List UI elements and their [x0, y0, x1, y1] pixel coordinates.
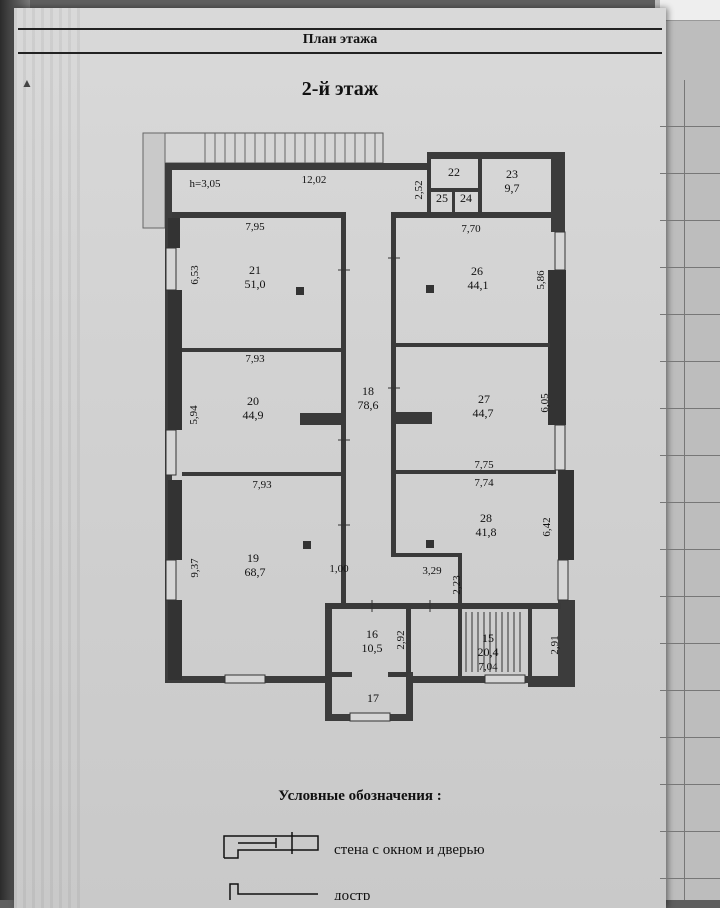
table-row: [660, 127, 720, 174]
room-25-number: 25: [436, 191, 448, 205]
page-header-title: План этажа: [302, 32, 378, 47]
room-26-area: 44,1: [468, 278, 489, 292]
room-16-number: 16: [366, 627, 378, 641]
room-23-number: 23: [506, 167, 518, 181]
terrace: [142, 132, 384, 229]
table-row: [660, 738, 720, 785]
north-arrow-mark: ▲: [20, 76, 34, 90]
room-26-number: 26: [471, 264, 483, 278]
room-21-area: 51,0: [245, 277, 266, 291]
dim-775: 7,75: [474, 459, 494, 471]
table-row: [660, 597, 720, 644]
header-rule-bottom: [18, 52, 662, 54]
table-row: [660, 785, 720, 832]
dim-793b: 7,93: [252, 479, 272, 491]
dim-100: 1,00: [329, 563, 349, 575]
dim-605: 6,05: [539, 393, 551, 413]
scan-artifact-strip: [14, 8, 84, 908]
room-15-area: 20,4: [478, 645, 499, 659]
room-17-number: 17: [367, 691, 379, 705]
table-column-line: [684, 80, 685, 900]
table-row: [660, 174, 720, 221]
room-28-number: 28: [480, 511, 492, 525]
dim-937: 9,37: [189, 558, 201, 578]
room-18-number: 18: [362, 384, 374, 398]
adjacent-page-corner: [660, 0, 720, 21]
table-row: [660, 268, 720, 315]
dim-329: 3,29: [422, 565, 442, 577]
table-row: [660, 550, 720, 597]
room-16-area: 10,5: [362, 641, 383, 655]
windows: [165, 231, 569, 722]
table-row: [660, 832, 720, 879]
table-row: [660, 315, 720, 362]
dim-770: 7,70: [461, 223, 481, 235]
room-27-area: 44,7: [473, 406, 494, 420]
dim-252: 2,52: [413, 180, 425, 199]
staircase: [465, 612, 521, 672]
adjacent-page-table: [660, 80, 720, 900]
dim-642: 6,42: [541, 517, 553, 536]
table-row: [660, 503, 720, 550]
room-19-number: 19: [247, 551, 259, 565]
table-row: [660, 80, 720, 127]
dim-291: 2,91: [549, 635, 561, 654]
dim-795: 7,95: [245, 221, 265, 233]
room-19-area: 68,7: [245, 565, 266, 579]
room-27-number: 27: [478, 392, 490, 406]
legend-wall-symbol: [223, 832, 319, 859]
legend-title: Условные обозначения :: [278, 788, 442, 804]
dim-292: 2,92: [395, 630, 407, 649]
room-21-number: 21: [249, 263, 261, 277]
legend-addition-symbol: [229, 883, 318, 900]
dim-653: 6,53: [189, 265, 201, 285]
wall-piers: [168, 218, 574, 680]
legend-item-addition: достр: [334, 888, 371, 900]
floor-title: 2-й этаж: [301, 78, 379, 100]
room-23-area: 9,7: [505, 181, 520, 195]
room-28-area: 41,8: [476, 525, 497, 539]
dim-704: 7,04: [478, 661, 498, 673]
table-row: [660, 691, 720, 738]
header-rule-top: [18, 28, 662, 30]
dim-586: 5,86: [535, 270, 547, 290]
table-row: [660, 409, 720, 456]
dim-793a: 7,93: [245, 353, 265, 365]
table-row: [660, 362, 720, 409]
legend-item-wall: стена с окном и дверью: [334, 842, 485, 858]
room-18-area: 78,6: [358, 398, 379, 412]
room-20-number: 20: [247, 394, 259, 408]
column-markers: [296, 285, 434, 549]
room-24-number: 24: [460, 191, 472, 205]
floor-height-label: h=3,05: [190, 178, 221, 190]
dim-774: 7,74: [474, 477, 494, 489]
room-15-number: 15: [482, 631, 494, 645]
dim-223: 2,23: [451, 575, 463, 595]
interior-walls: [172, 159, 561, 677]
room-22-number: 22: [448, 165, 460, 179]
table-row: [660, 221, 720, 268]
table-row: [660, 456, 720, 503]
room-20-area: 44,9: [243, 408, 264, 422]
door-marks: [338, 257, 431, 612]
dim-594: 5,94: [188, 405, 200, 425]
dim-top-corridor: 12,02: [302, 174, 327, 186]
table-row: [660, 644, 720, 691]
